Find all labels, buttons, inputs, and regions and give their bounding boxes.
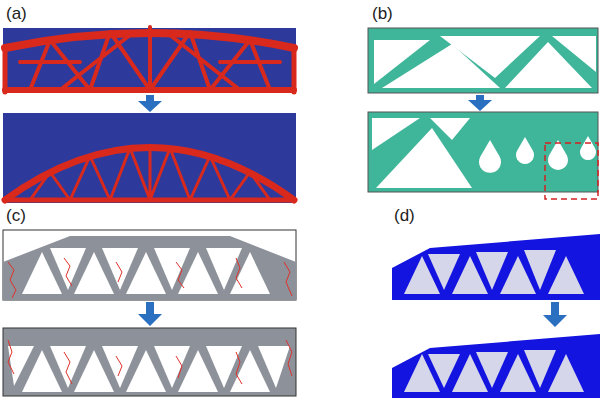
hole	[524, 350, 556, 388]
holes	[374, 36, 596, 88]
truss-members	[5, 148, 294, 201]
hole	[50, 346, 86, 388]
structure	[392, 334, 600, 398]
crack-lines	[8, 258, 292, 298]
holes	[404, 250, 584, 294]
structure	[3, 328, 296, 396]
structure	[3, 236, 296, 300]
holes	[8, 346, 290, 392]
hole	[428, 354, 460, 388]
drop-hole	[580, 136, 596, 160]
holes	[372, 118, 596, 188]
down-arrow	[543, 302, 567, 327]
panel-label: (c)	[6, 206, 26, 226]
crack	[116, 356, 122, 376]
hole	[102, 346, 138, 388]
crack	[8, 262, 16, 298]
hole	[476, 252, 508, 290]
hole	[154, 248, 190, 290]
hole	[548, 354, 584, 392]
crack	[236, 258, 242, 288]
hole	[206, 346, 242, 388]
panel-label: (a)	[6, 4, 27, 24]
zoom-box	[545, 143, 598, 199]
drop-hole	[479, 140, 501, 173]
hole	[548, 256, 584, 294]
hole	[476, 352, 508, 388]
hole	[102, 248, 138, 290]
design-domain	[3, 28, 296, 93]
web-member	[30, 148, 270, 200]
crack-lines	[8, 340, 292, 384]
hole	[376, 128, 472, 188]
design-domain	[3, 113, 296, 203]
crack	[176, 356, 182, 378]
crack	[64, 352, 72, 384]
design-domain	[3, 230, 296, 300]
hole	[230, 252, 270, 294]
crack	[176, 262, 184, 288]
web-member	[20, 27, 280, 90]
process-arrows	[138, 95, 567, 327]
holes	[22, 248, 270, 294]
truss-members	[5, 27, 294, 92]
structure	[368, 112, 598, 192]
hole	[428, 254, 460, 290]
drop-hole	[548, 140, 568, 170]
crack	[8, 340, 14, 374]
hole	[372, 118, 420, 150]
down-arrow	[468, 95, 492, 111]
crack	[64, 258, 72, 286]
crack	[284, 262, 292, 296]
hole	[552, 36, 596, 72]
structure	[368, 28, 598, 93]
hole	[430, 118, 470, 140]
panel-label: (d)	[394, 206, 415, 226]
hole	[524, 250, 556, 290]
hole	[206, 248, 242, 290]
hole	[50, 248, 86, 290]
hole	[154, 346, 190, 388]
hole	[258, 346, 290, 388]
crack	[286, 340, 292, 376]
structure	[392, 234, 600, 300]
drop-hole	[516, 137, 534, 164]
panel-label: (b)	[372, 4, 393, 24]
down-arrow	[138, 95, 162, 112]
down-arrow	[138, 302, 162, 326]
crack	[116, 262, 122, 282]
crack	[236, 352, 242, 384]
arch-chord	[5, 148, 294, 201]
holes	[404, 350, 584, 392]
